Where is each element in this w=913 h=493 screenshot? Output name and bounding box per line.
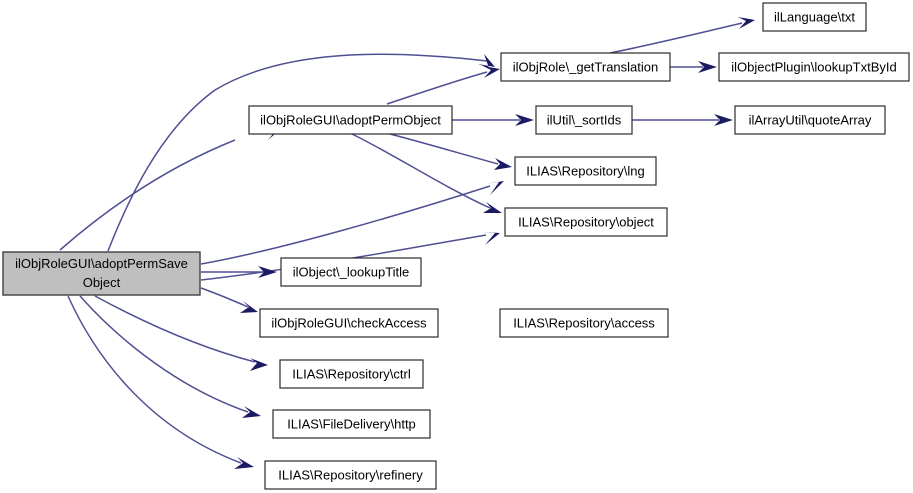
node-box[interactable]	[734, 105, 886, 135]
node-box[interactable]	[504, 207, 668, 237]
node-box[interactable]	[259, 308, 439, 338]
edge-line	[200, 287, 249, 308]
graph-node-repoLng[interactable]: ILIAS\Repository\lng	[514, 156, 657, 186]
graph-node-repoAccess[interactable]: ILIAS\Repository\access	[499, 308, 669, 338]
graph-node-quoteArray[interactable]: ilArrayUtil\quoteArray	[734, 105, 886, 135]
arrowhead-icon	[494, 158, 512, 170]
graph-node-lookupTitle[interactable]: ilObject\_lookupTitle	[280, 257, 422, 287]
call-edge-root-to-fileDeliveryHttp	[79, 295, 261, 418]
arrowhead-icon	[485, 181, 504, 195]
node-box[interactable]	[280, 257, 422, 287]
edge-line	[351, 133, 491, 209]
call-edge-root-to-checkAccess	[200, 287, 258, 313]
call-edge-adoptPermObject-to-repoObject	[351, 133, 502, 213]
node-label: ilObjRole\_getTranslation	[513, 59, 658, 74]
node-label: ilObjRoleGUI\checkAccess	[271, 315, 427, 330]
call-edge-sortIds-to-quoteArray	[632, 114, 733, 126]
graph-node-repoCtrl[interactable]: ILIAS\Repository\ctrl	[279, 359, 424, 389]
node-label-line1: ilObjRoleGUI\adoptPermSave	[15, 256, 188, 271]
edge-line	[609, 22, 743, 54]
graph-node-sortIds[interactable]: ilUtil\_sortIds	[535, 105, 633, 135]
node-box[interactable]	[514, 156, 657, 186]
graph-node-checkAccess[interactable]: ilObjRoleGUI\checkAccess	[259, 308, 439, 338]
edge-line	[79, 295, 249, 413]
node-box[interactable]	[762, 2, 867, 32]
arrowhead-icon	[483, 202, 502, 213]
edge-line	[389, 133, 499, 165]
node-label: ILIAS\Repository\ctrl	[292, 366, 411, 381]
graph-node-ilLanguageTxt[interactable]: ilLanguage\txt	[762, 2, 867, 32]
graph-node-repoObject[interactable]: ILIAS\Repository\object	[504, 207, 668, 237]
node-label: ILIAS\Repository\object	[518, 214, 654, 229]
node-label: ILIAS\Repository\access	[513, 315, 655, 330]
call-edge-root-to-getTranslation	[107, 53, 495, 252]
call-edge-root-to-repoRefinery	[67, 295, 254, 469]
arrowhead-icon	[234, 457, 254, 469]
arrowhead-icon	[478, 54, 495, 68]
call-edge-getTranslation-to-ilLanguageTxt	[609, 17, 755, 54]
node-label-line2: Object	[83, 275, 121, 290]
call-edge-root-to-repoLng	[200, 181, 504, 265]
call-edge-root-to-adoptPermObject	[59, 127, 283, 251]
edge-line	[59, 139, 236, 251]
arrowhead-icon	[515, 114, 534, 126]
edge-line	[94, 295, 256, 363]
node-box[interactable]	[499, 308, 669, 338]
node-box[interactable]	[248, 105, 453, 135]
edges-layer	[59, 17, 755, 469]
graph-node-repoRefinery[interactable]: ILIAS\Repository\refinery	[264, 460, 437, 490]
edge-line	[67, 295, 242, 464]
node-label: ILIAS\Repository\lng	[526, 163, 645, 178]
call-edge-getTranslation-to-lookupTxtById	[670, 61, 717, 73]
arrowhead-icon	[240, 301, 258, 313]
node-label: ilObjectPlugin\lookupTxtById	[731, 59, 896, 74]
arrowhead-icon	[242, 406, 261, 418]
node-label: ilObjRoleGUI\adoptPermObject	[260, 112, 441, 127]
arrowhead-icon	[250, 358, 268, 371]
node-box[interactable]	[272, 409, 431, 439]
node-box[interactable]	[500, 52, 671, 82]
call-edge-root-to-lookupTitle	[201, 266, 277, 278]
call-edge-root-to-repoCtrl	[94, 295, 268, 371]
graph-node-adoptPermObject[interactable]: ilObjRoleGUI\adoptPermObject	[248, 105, 453, 135]
node-label: ilLanguage\txt	[774, 9, 855, 24]
node-label: ILIAS\FileDelivery\http	[287, 416, 416, 431]
edge-line	[386, 71, 488, 105]
node-box[interactable]	[535, 105, 633, 135]
node-label: ILIAS\Repository\refinery	[278, 467, 423, 482]
call-edge-adoptPermObject-to-repoLng	[389, 133, 512, 170]
edge-line	[107, 53, 488, 252]
call-edge-adoptPermObject-to-sortIds	[452, 114, 534, 126]
arrowhead-icon	[738, 17, 755, 29]
node-label: ilArrayUtil\quoteArray	[749, 112, 872, 127]
arrowhead-icon	[483, 66, 500, 78]
graph-node-getTranslation[interactable]: ilObjRole\_getTranslation	[500, 52, 671, 82]
arrowhead-icon	[714, 114, 733, 126]
graph-node-lookupTxtById[interactable]: ilObjectPlugin\lookupTxtById	[718, 52, 910, 82]
node-box[interactable]	[279, 359, 424, 389]
arrowhead-icon	[258, 266, 277, 278]
node-box[interactable]	[2, 251, 201, 296]
arrowhead-icon	[698, 61, 717, 73]
node-box[interactable]	[718, 52, 910, 82]
node-label: ilObject\_lookupTitle	[293, 264, 410, 279]
edge-line	[200, 185, 491, 265]
call-edge-adoptPermObject-to-getTranslation	[386, 66, 500, 105]
node-box[interactable]	[264, 460, 437, 490]
node-label: ilUtil\_sortIds	[547, 112, 622, 127]
arrowhead-icon	[481, 232, 500, 245]
graph-node-fileDeliveryHttp[interactable]: ILIAS\FileDelivery\http	[272, 409, 431, 439]
